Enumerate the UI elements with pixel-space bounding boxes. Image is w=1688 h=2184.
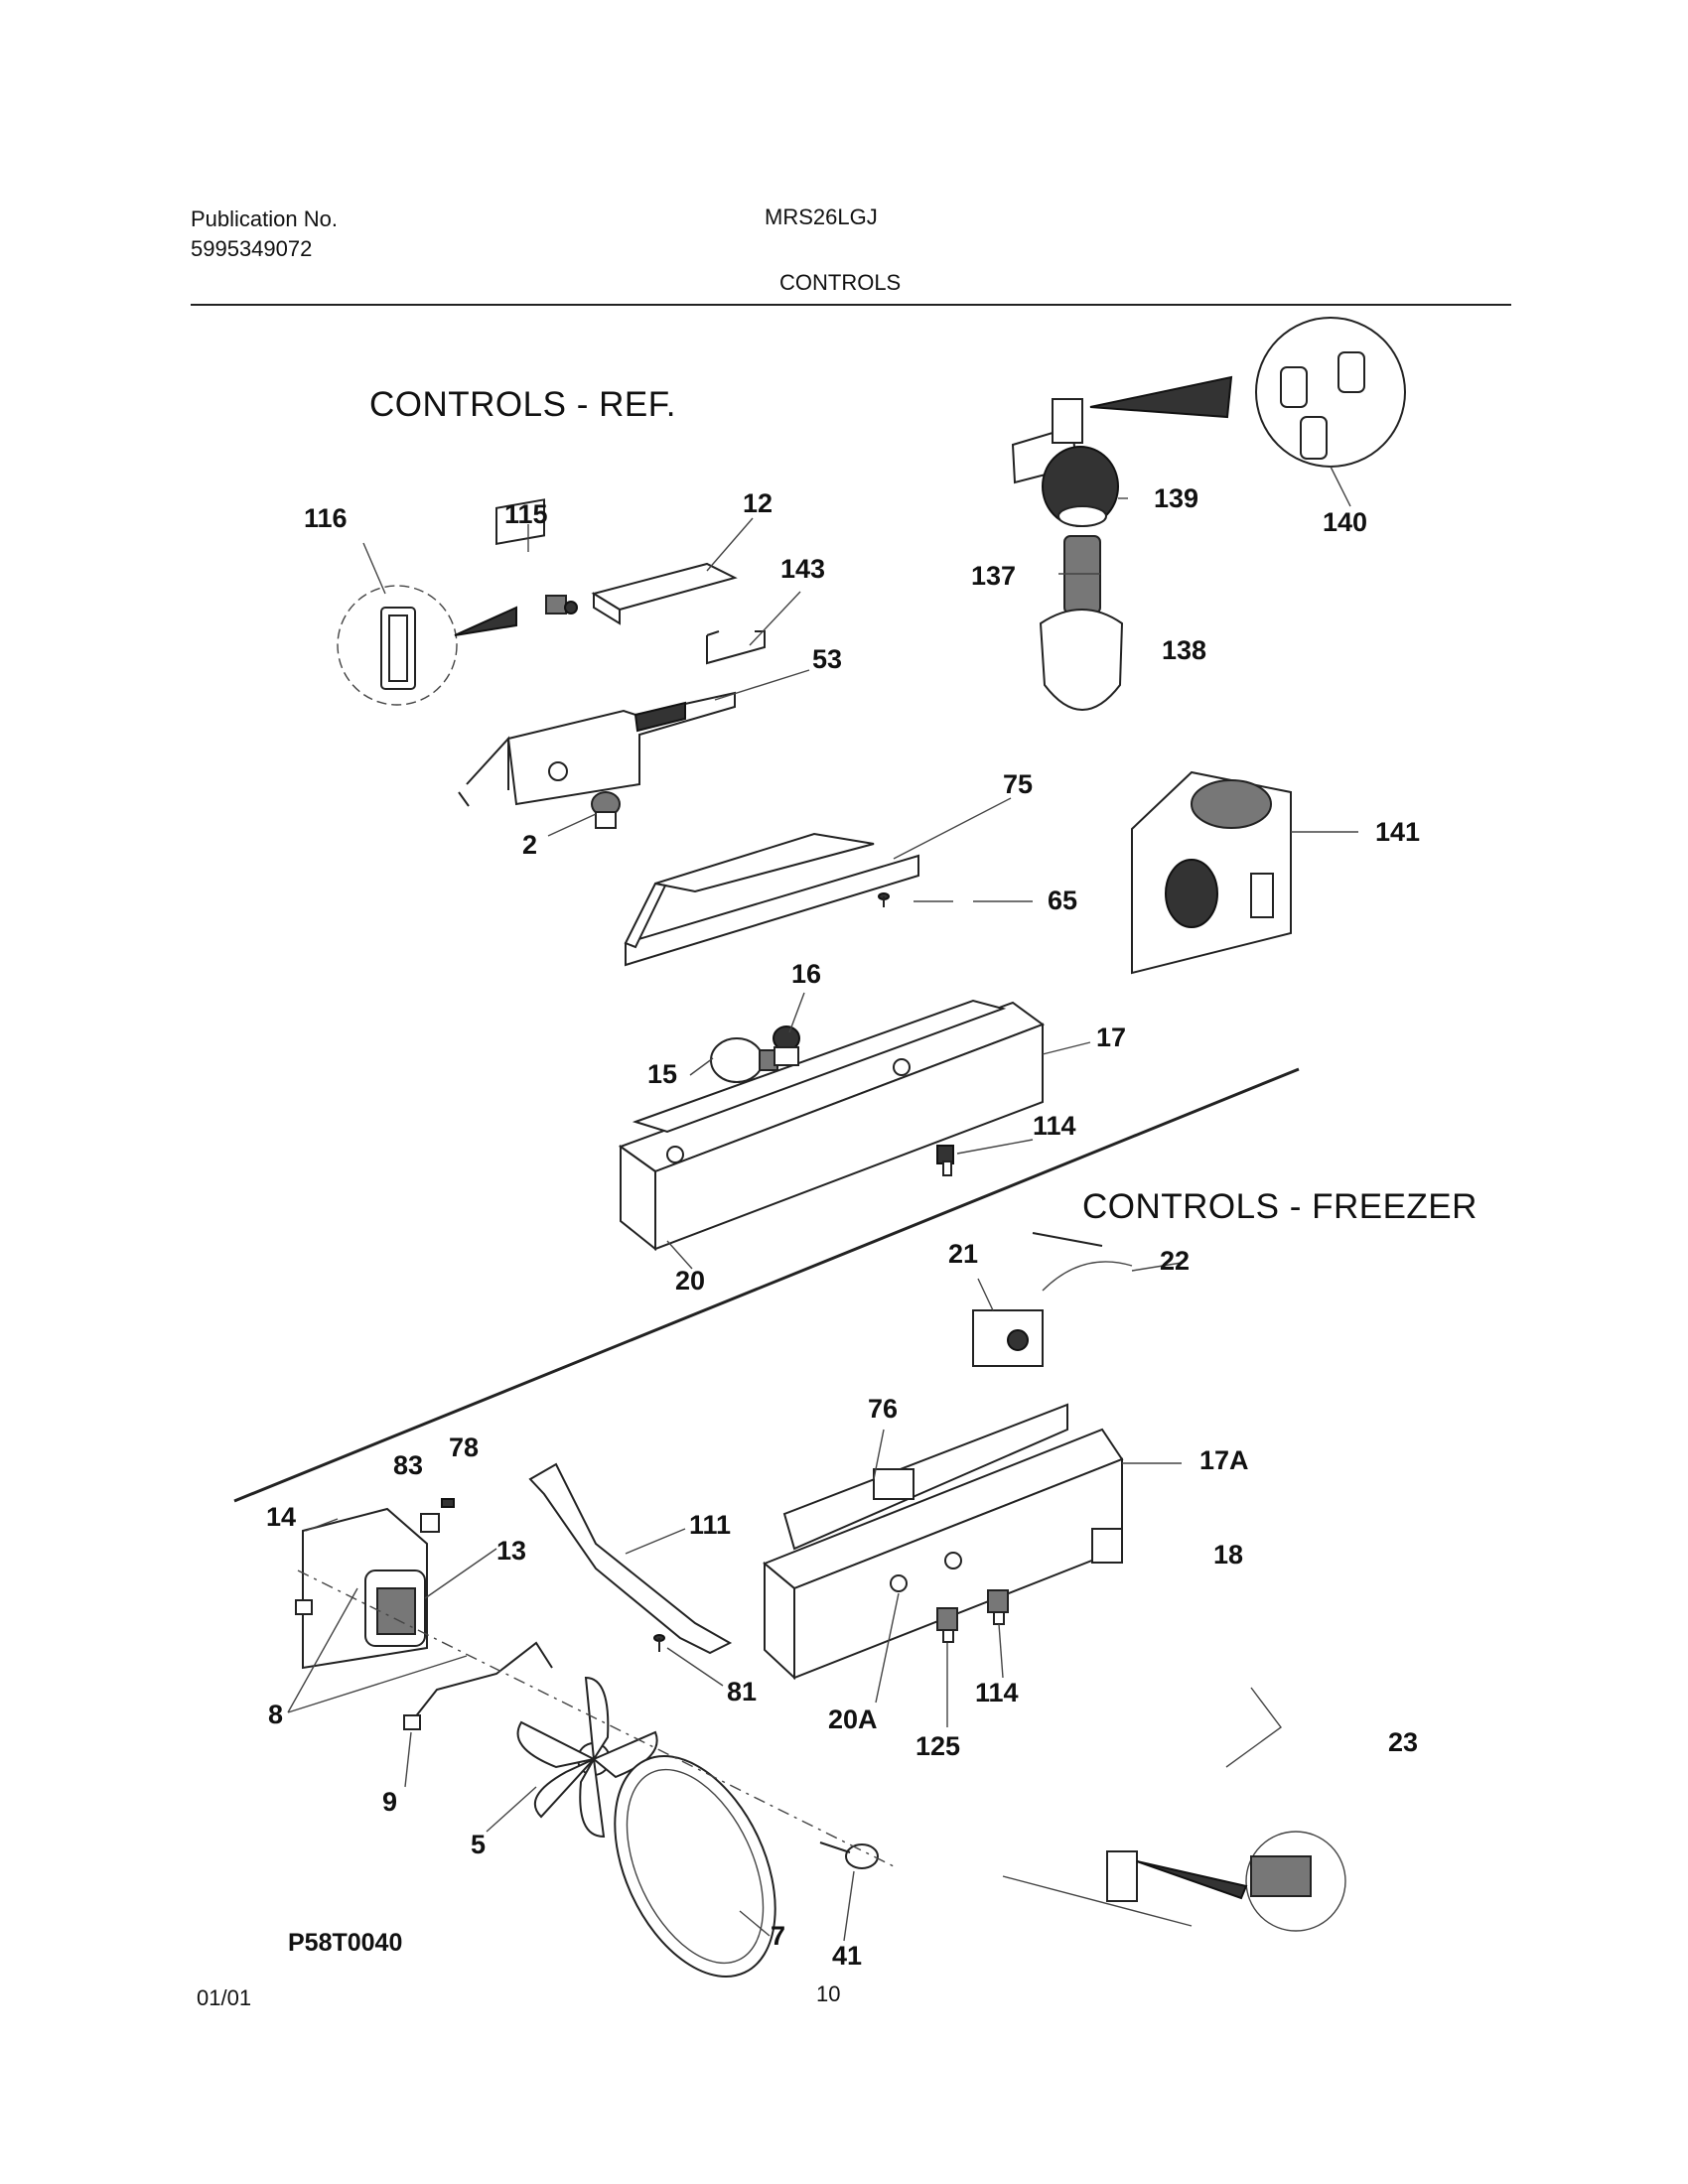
callout-21: 21: [948, 1239, 979, 1269]
callout-143: 143: [780, 554, 826, 584]
part-23-light: [1002, 1687, 1346, 1932]
callout-2: 2: [522, 830, 538, 860]
callout-114-freezer: 114: [975, 1678, 1019, 1707]
leader-lines: [287, 466, 1358, 1942]
publication-label: Publication No.: [191, 206, 338, 231]
section-title-ref: CONTROLS - REF.: [369, 385, 676, 424]
header-rule: [191, 304, 1511, 306]
callout-114-ref: 114: [1033, 1111, 1076, 1141]
callout-81: 81: [727, 1677, 758, 1706]
part-17-light-housing: [618, 999, 1046, 1252]
part-140-fittings: [1255, 317, 1406, 468]
diagram-code: P58T0040: [288, 1929, 403, 1957]
fan-axis: [297, 1570, 895, 1867]
callout-75: 75: [1003, 769, 1034, 799]
part-7-shroud: [614, 1755, 776, 1978]
callout-16: 16: [791, 959, 822, 989]
part-141-valve: [1131, 770, 1292, 975]
part-114-plunger-top: [936, 1145, 954, 1176]
section-title: CONTROLS: [779, 270, 902, 295]
callout-83: 83: [393, 1450, 424, 1480]
callout-12: 12: [743, 488, 774, 518]
callout-139: 139: [1154, 483, 1199, 513]
callout-41: 41: [832, 1941, 863, 1971]
callout-115: 115: [504, 499, 548, 529]
part-12-cover: [591, 562, 738, 612]
callout-116: 116: [304, 503, 348, 533]
part-13-motor: [364, 1570, 426, 1647]
callout-65: 65: [1048, 886, 1078, 915]
part-115-switch: [495, 498, 578, 614]
part-18-clip: [1091, 1528, 1123, 1564]
part-116-lens: [337, 585, 517, 706]
callout-7: 7: [771, 1921, 786, 1951]
part-143-clip: [706, 630, 766, 665]
callout-23: 23: [1388, 1727, 1419, 1757]
callout-18: 18: [1213, 1540, 1244, 1570]
publication-number: 5995349072: [191, 236, 313, 261]
callout-125: 125: [915, 1731, 961, 1761]
part-9-bracket: [403, 1641, 553, 1730]
callout-13: 13: [496, 1536, 527, 1566]
callout-141: 141: [1375, 817, 1421, 847]
section-title-freezer: CONTROLS - FREEZER: [1082, 1187, 1477, 1226]
callout-76: 76: [868, 1394, 899, 1424]
callout-17a: 17A: [1199, 1445, 1249, 1475]
part-65-screw: [878, 892, 890, 907]
callout-140: 140: [1323, 507, 1368, 537]
part-125-plunger: [936, 1607, 958, 1643]
part-2-knob: [591, 791, 621, 829]
callout-20: 20: [675, 1266, 706, 1296]
section-divider: [233, 1067, 1300, 1503]
footer-page-number: 10: [816, 1981, 841, 2006]
footer-date: 01/01: [197, 1985, 252, 2010]
part-21-control: [972, 1261, 1133, 1367]
callout-53: 53: [812, 644, 843, 674]
part-53-housing: [458, 691, 736, 807]
callout-137: 137: [971, 561, 1017, 591]
part-16-socket: [773, 1025, 800, 1066]
part-22-sensor: [1032, 1232, 1103, 1247]
part-15-bulb: [710, 1037, 778, 1083]
part-137-filter: [1063, 535, 1101, 614]
part-41-screw: [819, 1842, 879, 1869]
callout-8: 8: [268, 1700, 284, 1729]
callout-14: 14: [266, 1502, 297, 1532]
part-114-plunger: [987, 1589, 1009, 1625]
callout-111: 111: [689, 1510, 732, 1540]
callout-138: 138: [1162, 635, 1207, 665]
part-111-duct: [528, 1462, 733, 1655]
model-number: MRS26LGJ: [765, 205, 878, 229]
callout-15: 15: [647, 1059, 678, 1089]
part-139-filter-head: [1011, 375, 1233, 527]
callout-20a: 20A: [828, 1705, 878, 1734]
callout-5: 5: [471, 1830, 487, 1859]
part-138-canister: [1039, 609, 1124, 711]
callout-17: 17: [1096, 1023, 1127, 1052]
callout-78: 78: [449, 1433, 480, 1462]
part-83-78-clip: [420, 1498, 455, 1533]
part-20a-housing: [763, 1403, 1124, 1681]
part-75-plate: [625, 854, 919, 967]
callout-9: 9: [382, 1787, 398, 1817]
part-81-screw: [653, 1634, 665, 1652]
callout-22: 22: [1160, 1246, 1191, 1276]
part-5-fan-blade: [516, 1676, 658, 1839]
